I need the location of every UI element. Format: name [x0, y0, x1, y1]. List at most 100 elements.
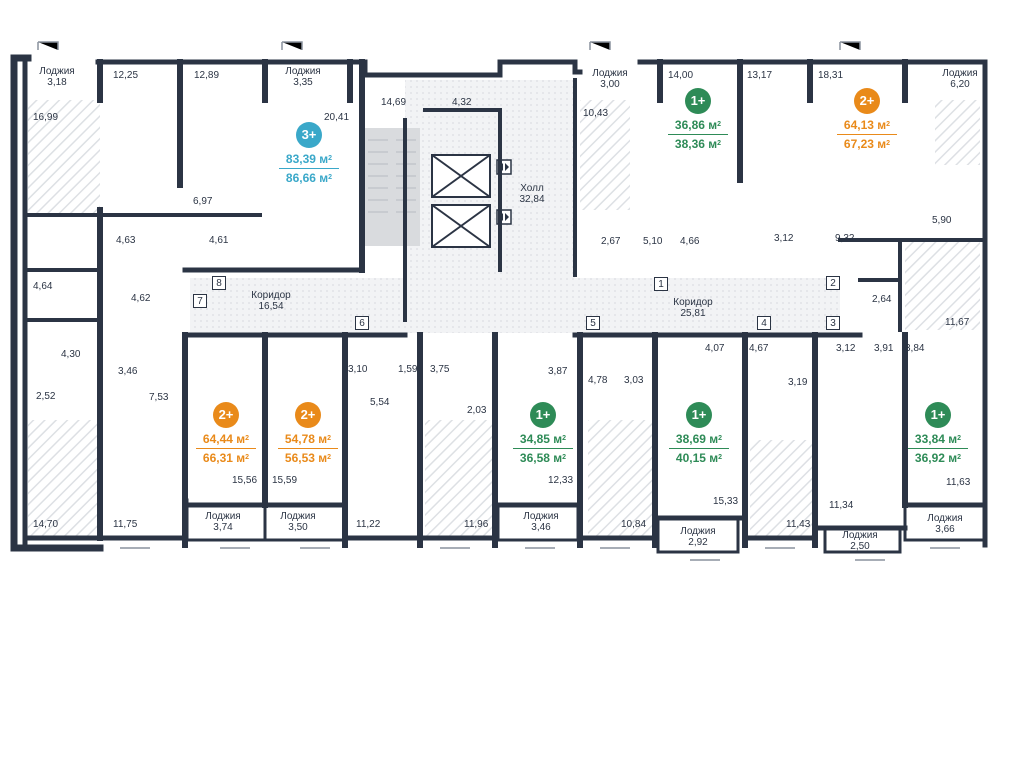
room-area: 11,22: [356, 519, 381, 530]
living-area: 83,39 м2: [285, 152, 333, 166]
total-area-value: 67,23: [843, 137, 874, 151]
living-area: 54,78 м2: [284, 432, 332, 446]
room-area: 3,03: [624, 375, 644, 386]
area-unit: м: [708, 118, 718, 132]
area-unit: м: [948, 451, 958, 465]
room-area: 3,10: [348, 364, 368, 375]
room-area: 13,17: [747, 70, 773, 81]
room-area: 3,75: [430, 364, 450, 375]
room-area: 11,67: [945, 317, 970, 328]
total-area: 86,66 м2: [285, 171, 333, 185]
living-area-value: 54,78: [284, 432, 315, 446]
room-area: 4,07: [705, 343, 725, 354]
living-area: 33,84 м2: [914, 432, 962, 446]
room-count-badge: 1+: [685, 88, 711, 114]
room-area: 12,89: [194, 70, 220, 81]
living-area: 34,85 м2: [519, 432, 567, 446]
room-area: 12,25: [113, 70, 139, 81]
apartment-3-room-top: 3+ 83,39 м2 86,66 м2: [269, 122, 349, 185]
area-unit: м: [236, 451, 246, 465]
room-number-5: 5: [586, 316, 600, 330]
room-area: 2,64: [872, 294, 892, 305]
room-number-7: 7: [193, 294, 207, 308]
windows: [37, 41, 960, 561]
living-area-value: 34,85: [519, 432, 550, 446]
total-area: 40,15 м2: [675, 451, 723, 465]
room-area: 3,12: [774, 233, 794, 244]
total-area: 36,92 м2: [914, 451, 962, 465]
area-unit: м: [708, 137, 718, 151]
room-count-badge: 3+: [296, 122, 322, 148]
room-area: 4,61: [209, 235, 229, 246]
room-area: 11,63: [946, 477, 971, 488]
apartment-2-room-bottom-left: 2+ 64,44 м2 66,31 м2: [186, 402, 266, 465]
living-area-value: 83,39: [285, 152, 316, 166]
room-area: 16,99: [33, 112, 59, 123]
room-count-badge: 2+: [854, 88, 880, 114]
room-area: 3,87: [548, 366, 568, 377]
room-area: 20,41: [324, 112, 350, 123]
room-area: 11,34: [829, 500, 854, 511]
room-area: 7,53: [149, 392, 169, 403]
room-area: 4,66: [680, 236, 700, 247]
room-number-4: 4: [757, 316, 771, 330]
room-area: 15,33: [713, 496, 739, 507]
room-area: 18,31: [818, 70, 844, 81]
room-count-badge: 1+: [530, 402, 556, 428]
total-area: 66,31 м2: [202, 451, 250, 465]
room-area: 15,56: [232, 475, 258, 486]
living-area-value: 38,69: [675, 432, 706, 446]
room-area: 11,75: [113, 519, 138, 530]
room-area: 5,90: [932, 215, 952, 226]
total-area-value: 38,36: [674, 137, 705, 151]
area-unit: м: [236, 432, 246, 446]
room-area: 5,10: [643, 236, 663, 247]
area-unit: м: [318, 451, 328, 465]
area-unit: м: [553, 432, 563, 446]
room-area: 6,97: [193, 196, 213, 207]
room-area: 4,32: [452, 97, 472, 108]
room-number-1: 1: [654, 277, 668, 291]
room-area: 15,59: [272, 475, 298, 486]
room-count-badge: 1+: [925, 402, 951, 428]
room-count-badge: 2+: [213, 402, 239, 428]
living-area-value: 64,44: [202, 432, 233, 446]
walls: [10, 54, 988, 554]
total-area: 38,36 м2: [674, 137, 722, 151]
area-unit: м: [319, 171, 329, 185]
room-area: 4,78: [588, 375, 608, 386]
living-area-value: 64,13: [843, 118, 874, 132]
total-area-value: 66,31: [202, 451, 233, 465]
area-unit: м: [948, 432, 958, 446]
total-area-value: 86,66: [285, 171, 316, 185]
elevator-shafts: [431, 154, 491, 248]
room-number-2: 2: [826, 276, 840, 290]
area-unit: м: [709, 451, 719, 465]
living-area: 64,44 м2: [202, 432, 250, 446]
room-area: 10,84: [621, 519, 647, 530]
room-area: 3,19: [788, 377, 808, 388]
total-area-value: 36,92: [914, 451, 945, 465]
room-area: 10,43: [583, 108, 609, 119]
room-area: 14,70: [33, 519, 59, 530]
room-area: 9,32: [835, 233, 855, 244]
area-unit: м: [318, 432, 328, 446]
room-number-3: 3: [826, 316, 840, 330]
room-number-6: 6: [355, 316, 369, 330]
corridor-area: [190, 80, 840, 333]
room-area: 14,69: [381, 97, 407, 108]
room-area: 3,84: [905, 343, 925, 354]
room-area: 2,03: [467, 405, 487, 416]
